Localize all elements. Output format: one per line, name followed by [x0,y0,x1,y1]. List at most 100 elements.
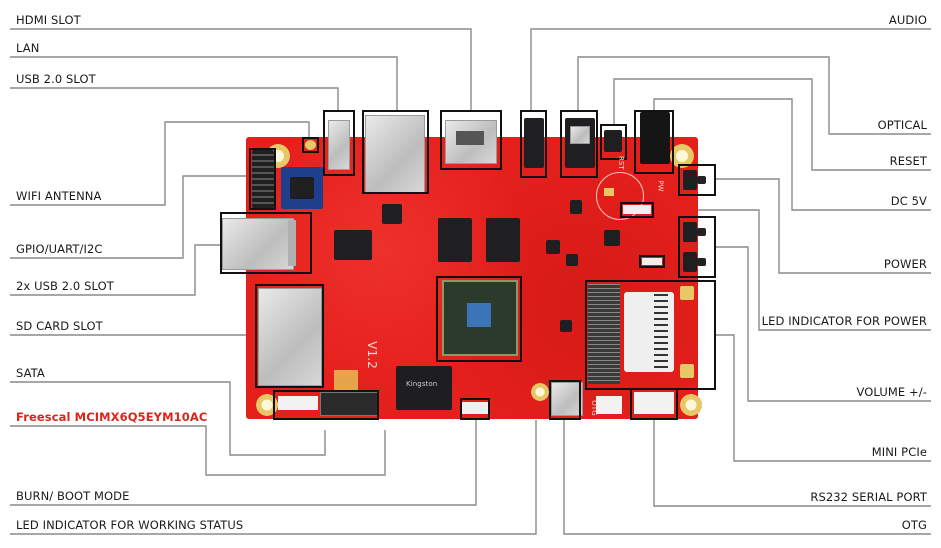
power-led [623,205,651,214]
mini-pcie-label [624,292,674,372]
leader-usb [10,87,339,110]
wifi-module [281,167,323,209]
label-dc-5v: DC 5V [890,194,927,208]
label-audio: AUDIO [888,13,927,27]
leader-volume [716,246,931,402]
label-volume: VOLUME +/- [856,385,927,399]
usb-hub-chip [334,230,372,260]
volume-up-cap [697,228,706,236]
audio-jack [524,118,544,168]
silk-memory-brand: Kingston [406,380,438,388]
callout-led-power [620,202,654,218]
callout-gpio [249,148,276,210]
dc-5v-jack [640,112,670,164]
status-led [642,258,662,265]
soc-die [467,303,491,327]
usb-2-port [328,120,350,170]
leader-burn [10,420,477,506]
label-rs232-serial-port: RS232 SERIAL PORT [810,490,927,504]
wifi-antenna-connector [305,140,316,150]
leader-optical [577,56,931,135]
label-hdmi-slot: HDMI SLOT [16,13,81,27]
small-ic [560,320,572,332]
label-dual-usb-2-slot: 2x USB 2.0 SLOT [16,279,114,293]
leader-hdmi [10,28,472,110]
dual-usb-tongue [288,220,296,266]
label-gpio-uart-i2c: GPIO/UART/I2C [16,242,103,256]
emmc-chip [396,366,452,410]
leader-gpio [10,175,250,259]
leader-wifi [10,121,310,206]
label-reset: RESET [889,154,927,168]
reset-button [604,130,622,152]
callout-sd [255,284,324,388]
leader-lan [10,56,398,110]
callout-power [678,164,716,196]
label-usb-2-slot: USB 2.0 SLOT [16,72,96,86]
volume-down-button [683,252,697,272]
ddr-chip [486,218,520,262]
callout-soc [436,276,522,362]
boot-dip-switch [334,370,358,390]
sata-connector [320,392,378,416]
leader-otg [563,420,931,535]
callout-otg [549,380,581,420]
mini-pcie-slot [588,284,620,384]
callout-reset [600,124,627,160]
label-sata: SATA [16,366,45,380]
ddr-chip [438,218,472,262]
leader-audio [530,28,931,110]
label-mini-pcie: MINI PCIe [871,445,927,459]
leader-soc [10,425,386,476]
small-ic [546,240,560,254]
small-ic [604,230,620,246]
callout-wifi [302,137,319,153]
callout-audio [520,110,547,178]
battery-holder-outline [596,172,644,220]
callout-hdmi [440,110,502,170]
callout-lan [362,110,429,194]
sd-card-slot [258,288,322,386]
mounting-hole [531,383,549,401]
serial-connector-left [596,396,622,414]
label-optical: OPTICAL [877,118,927,132]
leader-sata [10,381,326,456]
label-power: POWER [883,257,927,271]
callout-dc-5v [634,110,674,174]
leader-rs232 [653,420,931,507]
dual-usb-2-port [222,218,294,270]
leader-dc5v [653,98,931,211]
label-led-power: LED INDICATOR FOR POWER [761,314,927,328]
mini-pcie-mount-pad [680,364,694,378]
volume-up-button [683,222,697,242]
callout-sata [273,390,379,420]
rs232-connector [634,392,674,414]
sata-power-connector [278,396,318,410]
leader-led-work [10,420,537,535]
callout-dual-usb [220,212,312,274]
optical-port [565,118,595,168]
callout-led-status [639,255,665,268]
mounting-hole [256,394,278,416]
silk-reset: RST [616,156,625,170]
battery-pad [604,188,614,196]
label-lan: LAN [16,41,40,55]
label-sd-card-slot: SD CARD SLOT [16,319,103,333]
callout-optical [560,110,598,178]
mounting-hole [680,394,702,416]
label-soc-part: Freescal MCIMX6Q5EYM10AC [16,410,208,424]
callout-burn-boot [460,398,490,420]
label-burn-boot-mode: BURN/ BOOT MODE [16,489,130,503]
leader-dual-usb [10,244,222,296]
soc-package [442,280,518,356]
gpio-header [252,150,274,208]
small-ic [570,200,582,214]
callout-rs232 [630,388,678,420]
callout-mini-pcie [585,280,716,390]
leader-led-power [660,209,931,331]
callout-volume [678,216,716,278]
label-led-working-status: LED INDICATOR FOR WORKING STATUS [16,518,244,532]
small-ic [566,254,578,266]
label-otg: OTG [901,518,927,532]
